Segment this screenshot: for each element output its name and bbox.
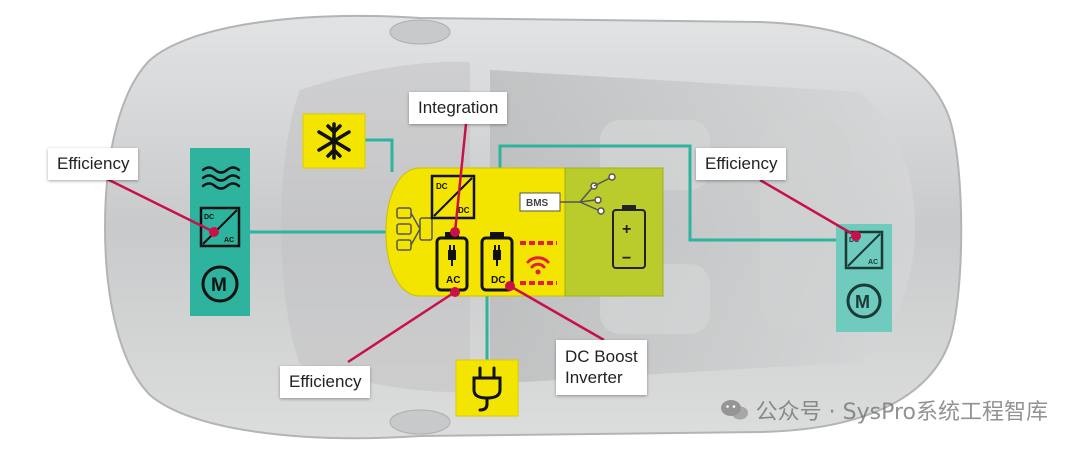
network-icon [560,173,616,215]
motor-label-rear: M [855,292,870,312]
rear-drive-unit: DC AC M [836,224,892,332]
wireless-charging-icon [520,241,557,285]
heat-waves-icon [201,166,241,190]
dc-charger: DC [480,232,514,292]
power-electronics-unit: DC DC AC DC [385,167,664,297]
battery-plus: + [622,221,631,238]
dc-boost-line1: DC Boost [565,347,638,366]
callout-efficiency-bottom: Efficiency [280,366,371,399]
motor-icon: M [201,265,239,303]
inverter-icon: DC AC [199,206,241,248]
ac-charger: AC [435,232,469,292]
callout-efficiency-right: Efficiency [696,148,787,181]
bms-module: BMS [519,173,616,215]
callout-integration: Integration [409,92,508,125]
dcdc-label-bottom: DC [458,206,470,215]
watermark-text: 公众号 · SysPro系统工程智库 [755,400,1048,425]
hvac-unit [302,113,366,169]
snowflake-icon [317,122,351,160]
charging-port [455,359,519,417]
rear-inverter-ac-label: AC [868,259,878,266]
dcdc-converter: DC DC [430,174,476,220]
callout-dc-boost-inverter: DC Boost Inverter [556,340,647,395]
inverter-ac-label: AC [224,237,234,244]
dc-boost-line2: Inverter [565,368,623,388]
plug-icon [472,366,502,412]
motor-icon: M [846,283,882,319]
battery-icon: + − [612,205,646,269]
plug-icon [493,245,501,266]
dc-charger-label: DC [491,275,505,286]
plug-icon [448,245,456,266]
battery-minus: − [622,250,631,267]
watermark: 公众号 · SysPro系统工程智库 [720,394,1048,426]
modules-icon [396,207,433,251]
callout-efficiency-left: Efficiency [48,148,139,181]
motor-label-front: M [211,275,227,296]
front-drive-unit: DC AC M [190,148,250,316]
wechat-icon [720,400,748,420]
ac-charger-label: AC [446,275,460,286]
connection-lines [250,138,850,360]
inverter-dc-label: DC [204,214,214,221]
callout-dots [209,227,861,297]
callout-lines [104,123,857,364]
dcdc-label-top: DC [436,182,448,191]
bms-label: BMS [526,198,549,209]
